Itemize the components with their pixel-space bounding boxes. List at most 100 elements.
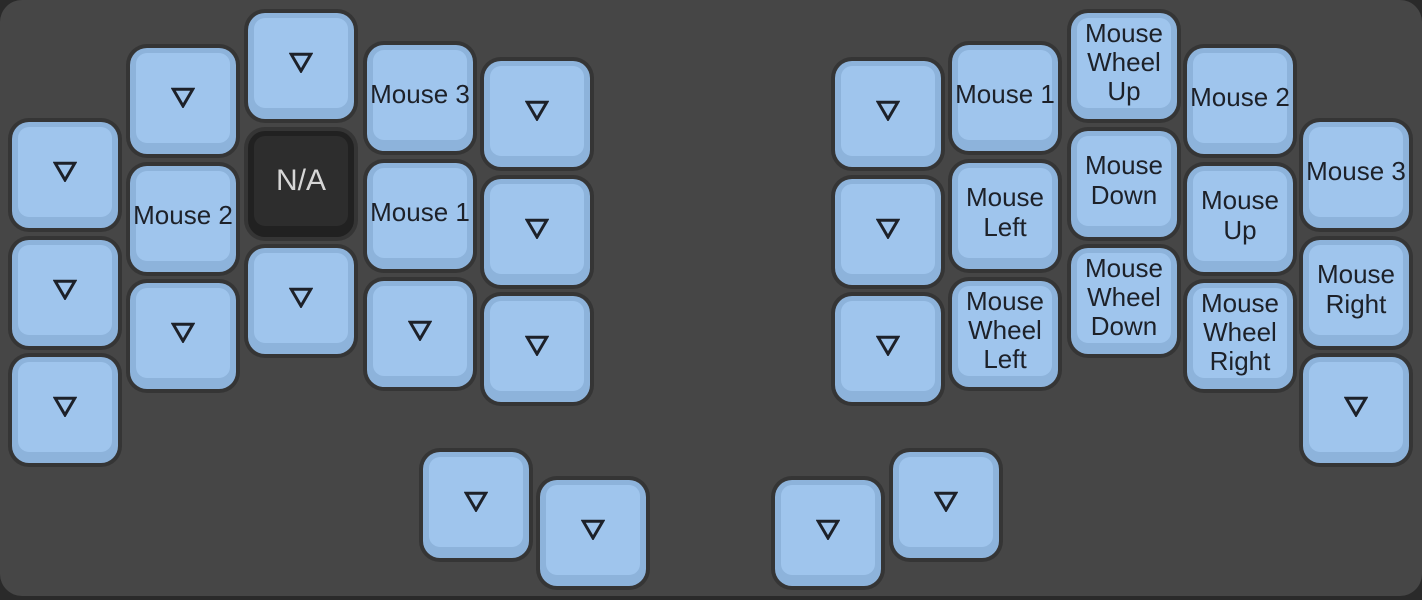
- keycap-top-surface: [1309, 127, 1403, 217]
- transparent-key-icon: [289, 52, 313, 73]
- keycap-top-surface: [254, 136, 348, 226]
- key-right-row3-col4[interactable]: Mouse Wheel Right: [1187, 283, 1293, 389]
- key-left-row2-col3[interactable]: N/A: [248, 131, 354, 237]
- transparent-key-glyph: [540, 480, 646, 579]
- transparent-key-icon: [525, 335, 549, 356]
- key-right-row2-col3[interactable]: Mouse Down: [1071, 131, 1177, 237]
- transparent-key-glyph: [1303, 357, 1409, 456]
- keycap-top-surface: [1309, 362, 1403, 452]
- keycap-top-surface: [958, 168, 1052, 258]
- transparent-key-glyph: [835, 296, 941, 395]
- key-left-row2-col5[interactable]: [484, 179, 590, 285]
- key-right-row1-col1[interactable]: [835, 61, 941, 167]
- transparent-key-icon: [876, 218, 900, 239]
- transparent-key-icon: [171, 322, 195, 343]
- key-left-thumb1[interactable]: [423, 452, 529, 558]
- key-label: Mouse Wheel Left: [965, 285, 1045, 375]
- keycap-top-surface: [1193, 288, 1287, 378]
- keycap-top-surface: [841, 184, 935, 274]
- keycap-top-surface: [841, 66, 935, 156]
- key-left-thumb2[interactable]: [540, 480, 646, 586]
- transparent-key-glyph: [484, 296, 590, 395]
- key-right-row1-col4[interactable]: Mouse 2: [1187, 48, 1293, 154]
- transparent-key-icon: [289, 287, 313, 308]
- key-label: Mouse Up: [1200, 185, 1280, 245]
- transparent-key-glyph: [775, 480, 881, 579]
- key-right-thumb1[interactable]: [775, 480, 881, 586]
- keycap-top-surface: [546, 485, 640, 575]
- key-label: Mouse Down: [1084, 150, 1164, 210]
- key-label: Mouse Right: [1316, 259, 1396, 319]
- transparent-key-icon: [53, 279, 77, 300]
- transparent-key-glyph: [423, 452, 529, 551]
- keycap-top-surface: [1193, 53, 1287, 143]
- keycap-top-surface: [1309, 245, 1403, 335]
- transparent-key-icon: [408, 320, 432, 341]
- key-left-row1-col5[interactable]: [484, 61, 590, 167]
- key-left-row1-col2[interactable]: [130, 48, 236, 154]
- keycap-top-surface: [136, 288, 230, 378]
- key-left-row1-col1[interactable]: [12, 122, 118, 228]
- key-left-row1-col3[interactable]: [248, 13, 354, 119]
- key-right-row3-col5[interactable]: [1303, 357, 1409, 463]
- keycap-top-surface: [18, 127, 112, 217]
- key-left-row2-col4[interactable]: Mouse 1: [367, 163, 473, 269]
- key-right-row2-col5[interactable]: Mouse Right: [1303, 240, 1409, 346]
- transparent-key-icon: [53, 396, 77, 417]
- key-right-row3-col1[interactable]: [835, 296, 941, 402]
- keycap-top-surface: [254, 18, 348, 108]
- key-label: Mouse 1: [955, 78, 1055, 109]
- keycap-top-surface: [841, 301, 935, 391]
- key-right-row3-col3[interactable]: Mouse Wheel Down: [1071, 248, 1177, 354]
- key-left-row1-col4[interactable]: Mouse 3: [367, 45, 473, 151]
- keycap-top-surface: [490, 301, 584, 391]
- transparent-key-icon: [525, 218, 549, 239]
- transparent-key-glyph: [484, 61, 590, 160]
- key-left-row2-col2[interactable]: Mouse 2: [130, 166, 236, 272]
- key-left-row3-col2[interactable]: [130, 283, 236, 389]
- key-right-row2-col1[interactable]: [835, 179, 941, 285]
- keycap-top-surface: [373, 286, 467, 376]
- key-label: Mouse 2: [1190, 81, 1290, 112]
- transparent-key-glyph: [12, 240, 118, 339]
- key-label: Mouse Wheel Right: [1200, 287, 1280, 377]
- keycap-top-surface: [429, 457, 523, 547]
- key-right-row3-col2[interactable]: Mouse Wheel Left: [952, 281, 1058, 387]
- keycap-top-surface: [781, 485, 875, 575]
- keycap-top-surface: [958, 50, 1052, 140]
- key-label: Mouse Wheel Up: [1084, 17, 1164, 107]
- transparent-key-glyph: [484, 179, 590, 278]
- transparent-key-glyph: [130, 48, 236, 147]
- keycap-top-surface: [18, 245, 112, 335]
- key-right-row2-col2[interactable]: Mouse Left: [952, 163, 1058, 269]
- key-right-row1-col5[interactable]: Mouse 3: [1303, 122, 1409, 228]
- transparent-key-glyph: [12, 122, 118, 221]
- transparent-key-icon: [876, 335, 900, 356]
- transparent-key-glyph: [248, 248, 354, 347]
- keycap-top-surface: [490, 66, 584, 156]
- keycap-top-surface: [136, 53, 230, 143]
- key-left-row3-col1[interactable]: [12, 357, 118, 463]
- transparent-key-glyph: [130, 283, 236, 382]
- key-left-row2-col1[interactable]: [12, 240, 118, 346]
- transparent-key-icon: [876, 100, 900, 121]
- transparent-key-glyph: [893, 452, 999, 551]
- transparent-key-icon: [1344, 396, 1368, 417]
- key-right-row2-col4[interactable]: Mouse Up: [1187, 166, 1293, 272]
- keycap-top-surface: [1193, 171, 1287, 261]
- key-left-row3-col3[interactable]: [248, 248, 354, 354]
- keycap-top-surface: [490, 184, 584, 274]
- key-right-row1-col3[interactable]: Mouse Wheel Up: [1071, 13, 1177, 119]
- key-label: Mouse Wheel Down: [1084, 252, 1164, 342]
- transparent-key-icon: [816, 519, 840, 540]
- transparent-key-icon: [464, 491, 488, 512]
- key-right-thumb2[interactable]: [893, 452, 999, 558]
- key-label: Mouse 2: [133, 199, 233, 230]
- transparent-key-icon: [525, 100, 549, 121]
- key-left-row3-col5[interactable]: [484, 296, 590, 402]
- transparent-key-glyph: [835, 61, 941, 160]
- keycap-top-surface: [1077, 136, 1171, 226]
- key-left-row3-col4[interactable]: [367, 281, 473, 387]
- key-right-row1-col2[interactable]: Mouse 1: [952, 45, 1058, 151]
- keycap-top-surface: [18, 362, 112, 452]
